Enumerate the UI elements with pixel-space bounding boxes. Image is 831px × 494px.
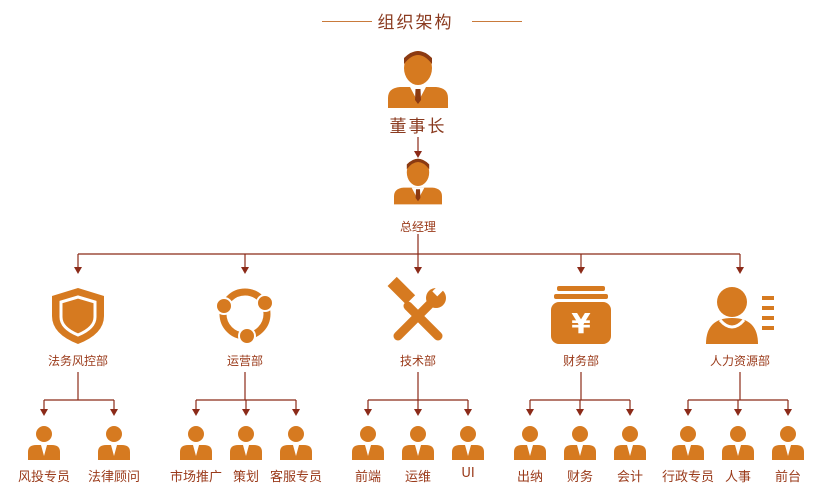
team-member-icon [672,426,704,460]
team-member-icon [722,426,754,460]
team-label-0-1: 法律顾问 [87,470,140,485]
arrow-head [577,267,585,274]
team-member-icon [614,426,646,460]
department-label-2: 技术部 [399,354,436,368]
team-member-icon [98,426,130,460]
arrow-head [526,409,534,416]
team-label-3-2: 会计 [616,470,643,485]
team-label-2-2: UI [461,466,475,481]
department-label-4: 人力资源部 [709,354,770,368]
team-label-1-1: 策划 [232,470,259,485]
team-member-icon [772,426,804,460]
team-label-4-1: 人事 [724,470,751,485]
arrow-head [736,267,744,274]
arrow-head [414,409,422,416]
arrow-head [734,409,742,416]
department-label-0: 法务风控部 [47,354,108,368]
team-member-icon [564,426,596,460]
svg-text:¥: ¥ [571,307,591,340]
arrow-head [784,409,792,416]
money-icon: ¥ [551,286,611,344]
team-label-1-2: 客服专员 [269,470,322,485]
team-label-2-1: 运维 [404,470,431,485]
team-member-icon [230,426,262,460]
team-label-3-1: 财务 [566,470,593,485]
department-label-1: 运营部 [226,354,263,368]
arrow-head [241,267,249,274]
title-left-rule [322,21,372,22]
team-member-icon [280,426,312,460]
arrow-head [74,267,82,274]
team-label-1-0: 市场推广 [169,470,222,485]
arrow-head [464,409,472,416]
team-member-icon [452,426,484,460]
chairman-icon [388,51,448,108]
title-right-rule [472,21,522,22]
arrow-head [242,409,250,416]
team-label-2-0: 前端 [354,470,381,485]
arrow-head [192,409,200,416]
arrow-head [40,409,48,416]
arrow-head [110,409,118,416]
arrow-head [364,409,372,416]
chart-header: 组织架构 [0,8,831,38]
team-member-icon [180,426,212,460]
page-title: 组织架构 [377,13,454,33]
team-label-3-0: 出纳 [516,470,543,485]
team-label-4-0: 行政专员 [661,470,714,485]
general-manager-label: 总经理 [399,220,436,234]
shield-icon [52,288,104,344]
team-label-0-0: 风投专员 [17,470,70,485]
chairman-label: 董事长 [389,117,447,137]
arrow-head [626,409,634,416]
department-label-3: 财务部 [562,354,599,368]
general-manager-icon [394,158,442,205]
tools-icon [387,276,446,341]
arrow-head [414,267,422,274]
hr-profile-icon [706,287,774,344]
team-member-icon [402,426,434,460]
team-member-icon [28,426,60,460]
arrow-head [684,409,692,416]
team-member-icon [514,426,546,460]
arrow-head [576,409,584,416]
team-label-4-2: 前台 [774,470,801,485]
arrow-head [292,409,300,416]
team-member-icon [352,426,384,460]
cycle-icon [215,288,274,345]
arrow-head [414,151,422,158]
